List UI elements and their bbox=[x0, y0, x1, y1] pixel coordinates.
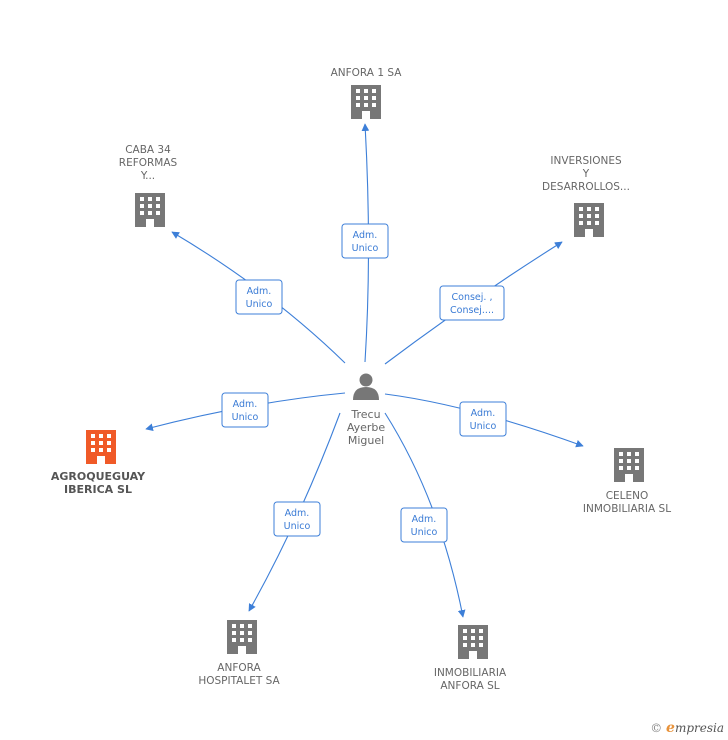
company-node-inversiones[interactable]: INVERSIONESYDESARROLLOS... bbox=[542, 155, 630, 237]
company-name: AGROQUEGUAY bbox=[51, 470, 146, 483]
building-icon bbox=[458, 625, 488, 659]
role-label: Adm. bbox=[285, 508, 310, 519]
building-icon bbox=[614, 448, 644, 482]
role-label: Adm. bbox=[353, 230, 378, 241]
role-label: Adm. bbox=[412, 514, 437, 525]
company-node-caba34[interactable]: CABA 34REFORMASY... bbox=[119, 144, 178, 227]
role-badge-box bbox=[221, 392, 269, 428]
company-name: ANFORA bbox=[217, 662, 261, 674]
company-name: INVERSIONES bbox=[550, 155, 622, 167]
brand-logo-rest: mpresia bbox=[674, 721, 724, 735]
person-name: Miguel bbox=[348, 434, 384, 447]
role-label: Unico bbox=[470, 421, 497, 432]
company-node-anfora1[interactable]: ANFORA 1 SA bbox=[331, 67, 403, 119]
building-icon bbox=[574, 203, 604, 237]
company-name: HOSPITALET SA bbox=[198, 675, 280, 687]
role-label: Consej. , bbox=[452, 292, 493, 303]
role-label: Unico bbox=[352, 243, 379, 254]
person-name: Trecu bbox=[350, 408, 380, 421]
building-icon bbox=[227, 620, 257, 654]
company-name: INMOBILIARIA SL bbox=[583, 503, 671, 515]
company-name: CELENO bbox=[606, 490, 649, 502]
role-label: Adm. bbox=[233, 399, 258, 410]
role-badge-anfora1[interactable]: Adm. Unico bbox=[341, 223, 389, 259]
company-name: INMOBILIARIA bbox=[434, 667, 507, 679]
role-label: Unico bbox=[246, 299, 273, 310]
brand-logo-initial: e bbox=[666, 720, 675, 736]
role-label: Adm. bbox=[247, 286, 272, 297]
role-label: Consej.... bbox=[450, 305, 494, 316]
credit[interactable]: © empresia bbox=[650, 720, 724, 736]
role-badge-box bbox=[235, 279, 283, 315]
role-badge-inmobiliaria[interactable]: Adm. Unico bbox=[400, 507, 448, 543]
role-badge-hospitalet[interactable]: Adm. Unico bbox=[273, 501, 321, 537]
role-badge-agroqueguay[interactable]: Adm. Unico bbox=[221, 392, 269, 428]
role-badge-caba34[interactable]: Adm. Unico bbox=[235, 279, 283, 315]
building-icon bbox=[135, 193, 165, 227]
company-name: REFORMAS bbox=[119, 157, 178, 169]
company-name: ANFORA 1 SA bbox=[331, 67, 403, 79]
company-name: Y... bbox=[140, 170, 155, 182]
role-badge-inversiones[interactable]: Consej. , Consej.... bbox=[439, 285, 505, 321]
role-badge-box bbox=[341, 223, 389, 259]
role-badge-box bbox=[400, 507, 448, 543]
company-name: CABA 34 bbox=[125, 144, 171, 156]
building-icon bbox=[86, 430, 116, 464]
person-icon bbox=[353, 373, 379, 400]
company-name: ANFORA SL bbox=[440, 680, 499, 692]
role-label: Adm. bbox=[471, 408, 496, 419]
role-label: Unico bbox=[411, 527, 438, 538]
role-label: Unico bbox=[284, 521, 311, 532]
company-name: Y bbox=[582, 168, 590, 180]
role-badge-celeno[interactable]: Adm. Unico bbox=[459, 401, 507, 437]
company-name: DESARROLLOS... bbox=[542, 181, 630, 193]
role-badge-box bbox=[459, 401, 507, 437]
role-badge-box bbox=[439, 285, 505, 321]
company-name: IBERICA SL bbox=[64, 483, 132, 496]
building-icon bbox=[351, 85, 381, 119]
copyright-symbol: © bbox=[650, 721, 663, 735]
role-label: Unico bbox=[232, 412, 259, 423]
person-name: Ayerbe bbox=[347, 421, 386, 434]
role-badge-box bbox=[273, 501, 321, 537]
